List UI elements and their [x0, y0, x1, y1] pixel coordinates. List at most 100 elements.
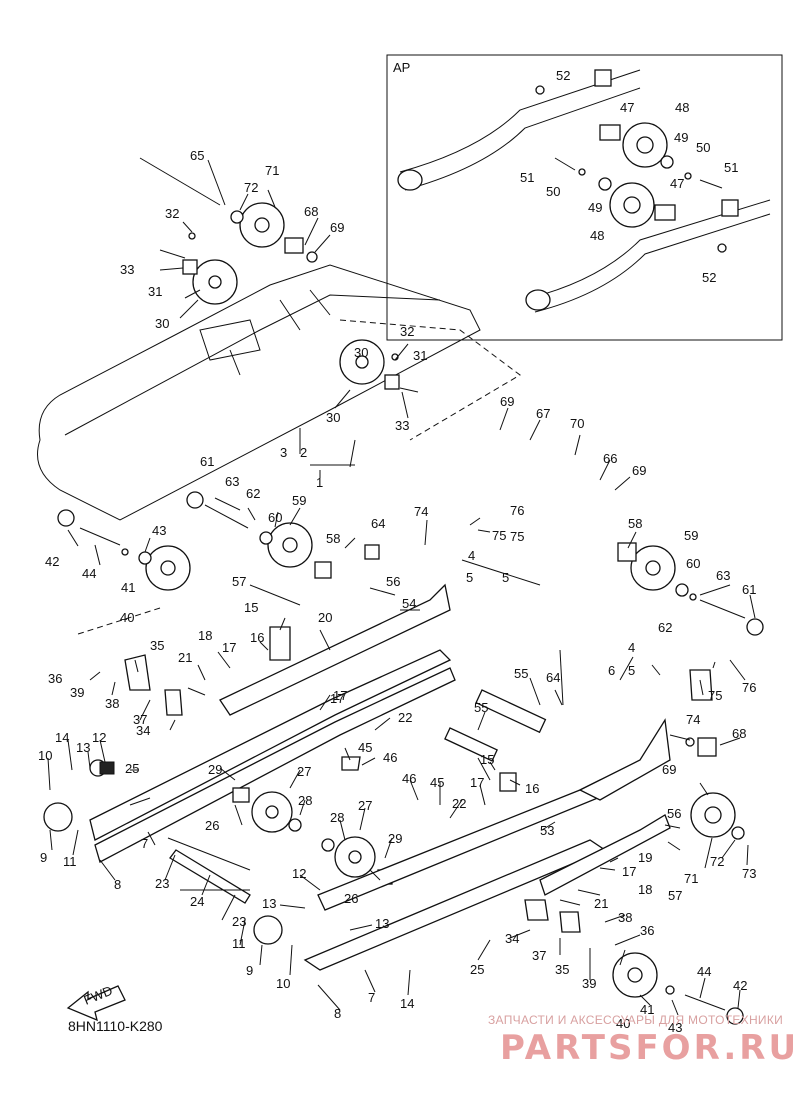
leader-lines	[47, 159, 756, 1016]
callout-52: 52	[556, 68, 570, 83]
callout-73: 73	[742, 866, 756, 881]
callout-32: 32	[165, 206, 179, 221]
diagram-code: 8HN1110-K280	[68, 1018, 163, 1034]
callout-26: 26	[205, 818, 219, 833]
callout-49-b: 49	[588, 200, 602, 215]
callout-5: 5	[466, 570, 473, 585]
callout-27: 27	[297, 764, 311, 779]
callout-72: 72	[244, 180, 258, 195]
callout-50-b: 50	[546, 184, 560, 199]
callout-3: 3	[280, 445, 287, 460]
callout-20: 20	[318, 610, 332, 625]
callout-68-right: 68	[732, 726, 746, 741]
callout-60: 60	[268, 510, 282, 525]
callout-29-right: 29	[388, 831, 402, 846]
callout-75: 75	[510, 529, 524, 544]
callout-52-b: 52	[702, 270, 716, 285]
callout-36: 36	[48, 671, 62, 686]
callout-64: 64	[371, 516, 385, 531]
callout-72-right: 72	[710, 854, 724, 869]
callout-57-right: 57	[668, 888, 682, 903]
upper-wheels	[139, 157, 419, 393]
callout-68: 68	[304, 204, 318, 219]
callout-15-right: 15	[480, 752, 494, 767]
callout-66: 66	[603, 451, 617, 466]
callout-34: 34	[136, 723, 150, 738]
callout-31: 31	[148, 284, 162, 299]
callout-59: 59	[292, 493, 306, 508]
right-rail	[167, 542, 764, 1025]
callout-17-right: 17	[470, 775, 484, 790]
inset-ap: AP	[386, 54, 783, 341]
callout-33-lower: 33	[395, 418, 409, 433]
callout-21: 21	[178, 650, 192, 665]
callout-39-right: 39	[582, 976, 596, 991]
callout-11: 11	[63, 854, 77, 869]
callout-63: 63	[225, 474, 239, 489]
left-rail	[43, 491, 607, 971]
callout-30: 30	[155, 316, 169, 331]
callout-62: 62	[246, 486, 260, 501]
callout-55-right: 55	[474, 700, 488, 715]
callout-34-right: 34	[505, 931, 519, 946]
callout-56-right: 56	[667, 806, 681, 821]
callout-38: 38	[105, 696, 119, 711]
callout-9: 9	[40, 850, 47, 865]
callout-42: 42	[45, 554, 59, 569]
callout-13-right: 13	[262, 896, 276, 911]
callout-57: 57	[232, 574, 246, 589]
callout-25-right: 25	[470, 962, 484, 977]
callout-53: 53	[540, 823, 554, 838]
callout-41: 41	[121, 580, 135, 595]
callout-25: 25	[125, 761, 139, 776]
callout-65: 65	[190, 148, 204, 163]
callout-38-right: 38	[618, 910, 632, 925]
callout-23-right: 23	[232, 914, 246, 929]
callout-29: 29	[208, 762, 222, 777]
callout-42-right: 42	[733, 978, 747, 993]
callout-69: 69	[330, 220, 344, 235]
callout-2: 2	[300, 445, 307, 460]
callout-12-right: 12	[292, 866, 306, 881]
callout-71: 71	[265, 163, 279, 178]
callout-70: 70	[570, 416, 584, 431]
callout-47: 47	[620, 100, 634, 115]
track-belt	[37, 264, 521, 521]
callout-36-right: 36	[640, 923, 654, 938]
callout-4-right: 4	[628, 640, 635, 655]
callout-13: 13	[76, 740, 90, 755]
callout-4: 4	[468, 548, 475, 563]
watermark-logo: PARTSFOR.RU	[500, 1028, 800, 1068]
callout-14-right: 14	[400, 996, 414, 1011]
callout-76-right: 76	[742, 680, 756, 695]
callout-46: 46	[383, 750, 397, 765]
callout-35-right: 35	[555, 962, 569, 977]
inset-label: AP	[393, 60, 410, 75]
callout-8-right: 8	[334, 1006, 341, 1021]
callout-30-lower: 30	[354, 345, 368, 360]
callout-39: 39	[70, 685, 84, 700]
callout-6-right: 6	[608, 663, 615, 678]
callout-21-right: 21	[594, 896, 608, 911]
callout-69-upper2: 69	[632, 463, 646, 478]
callout-64-right: 64	[546, 670, 560, 685]
callout-69-right: 69	[662, 762, 676, 777]
callout-46-right: 46	[402, 771, 416, 786]
callout-28-right: 28	[330, 810, 344, 825]
callout-60-right: 60	[686, 556, 700, 571]
callout-24: 24	[190, 894, 204, 909]
callout-47-b: 47	[670, 176, 684, 191]
callout-7: 7	[141, 836, 148, 851]
callout-51-b: 51	[520, 170, 534, 185]
callout-18-right: 18	[638, 882, 652, 897]
callout-17-left2: 17	[333, 688, 347, 703]
callout-18: 18	[198, 628, 212, 643]
callout-15: 15	[244, 600, 258, 615]
callout-71-right: 71	[684, 871, 698, 886]
callout-59-right: 59	[684, 528, 698, 543]
callout-61-right: 61	[742, 582, 756, 597]
callout-13-right2: 13	[375, 916, 389, 931]
callout-43: 43	[152, 523, 166, 538]
callout-74: 74	[414, 504, 428, 519]
callout-45-right: 45	[430, 775, 444, 790]
